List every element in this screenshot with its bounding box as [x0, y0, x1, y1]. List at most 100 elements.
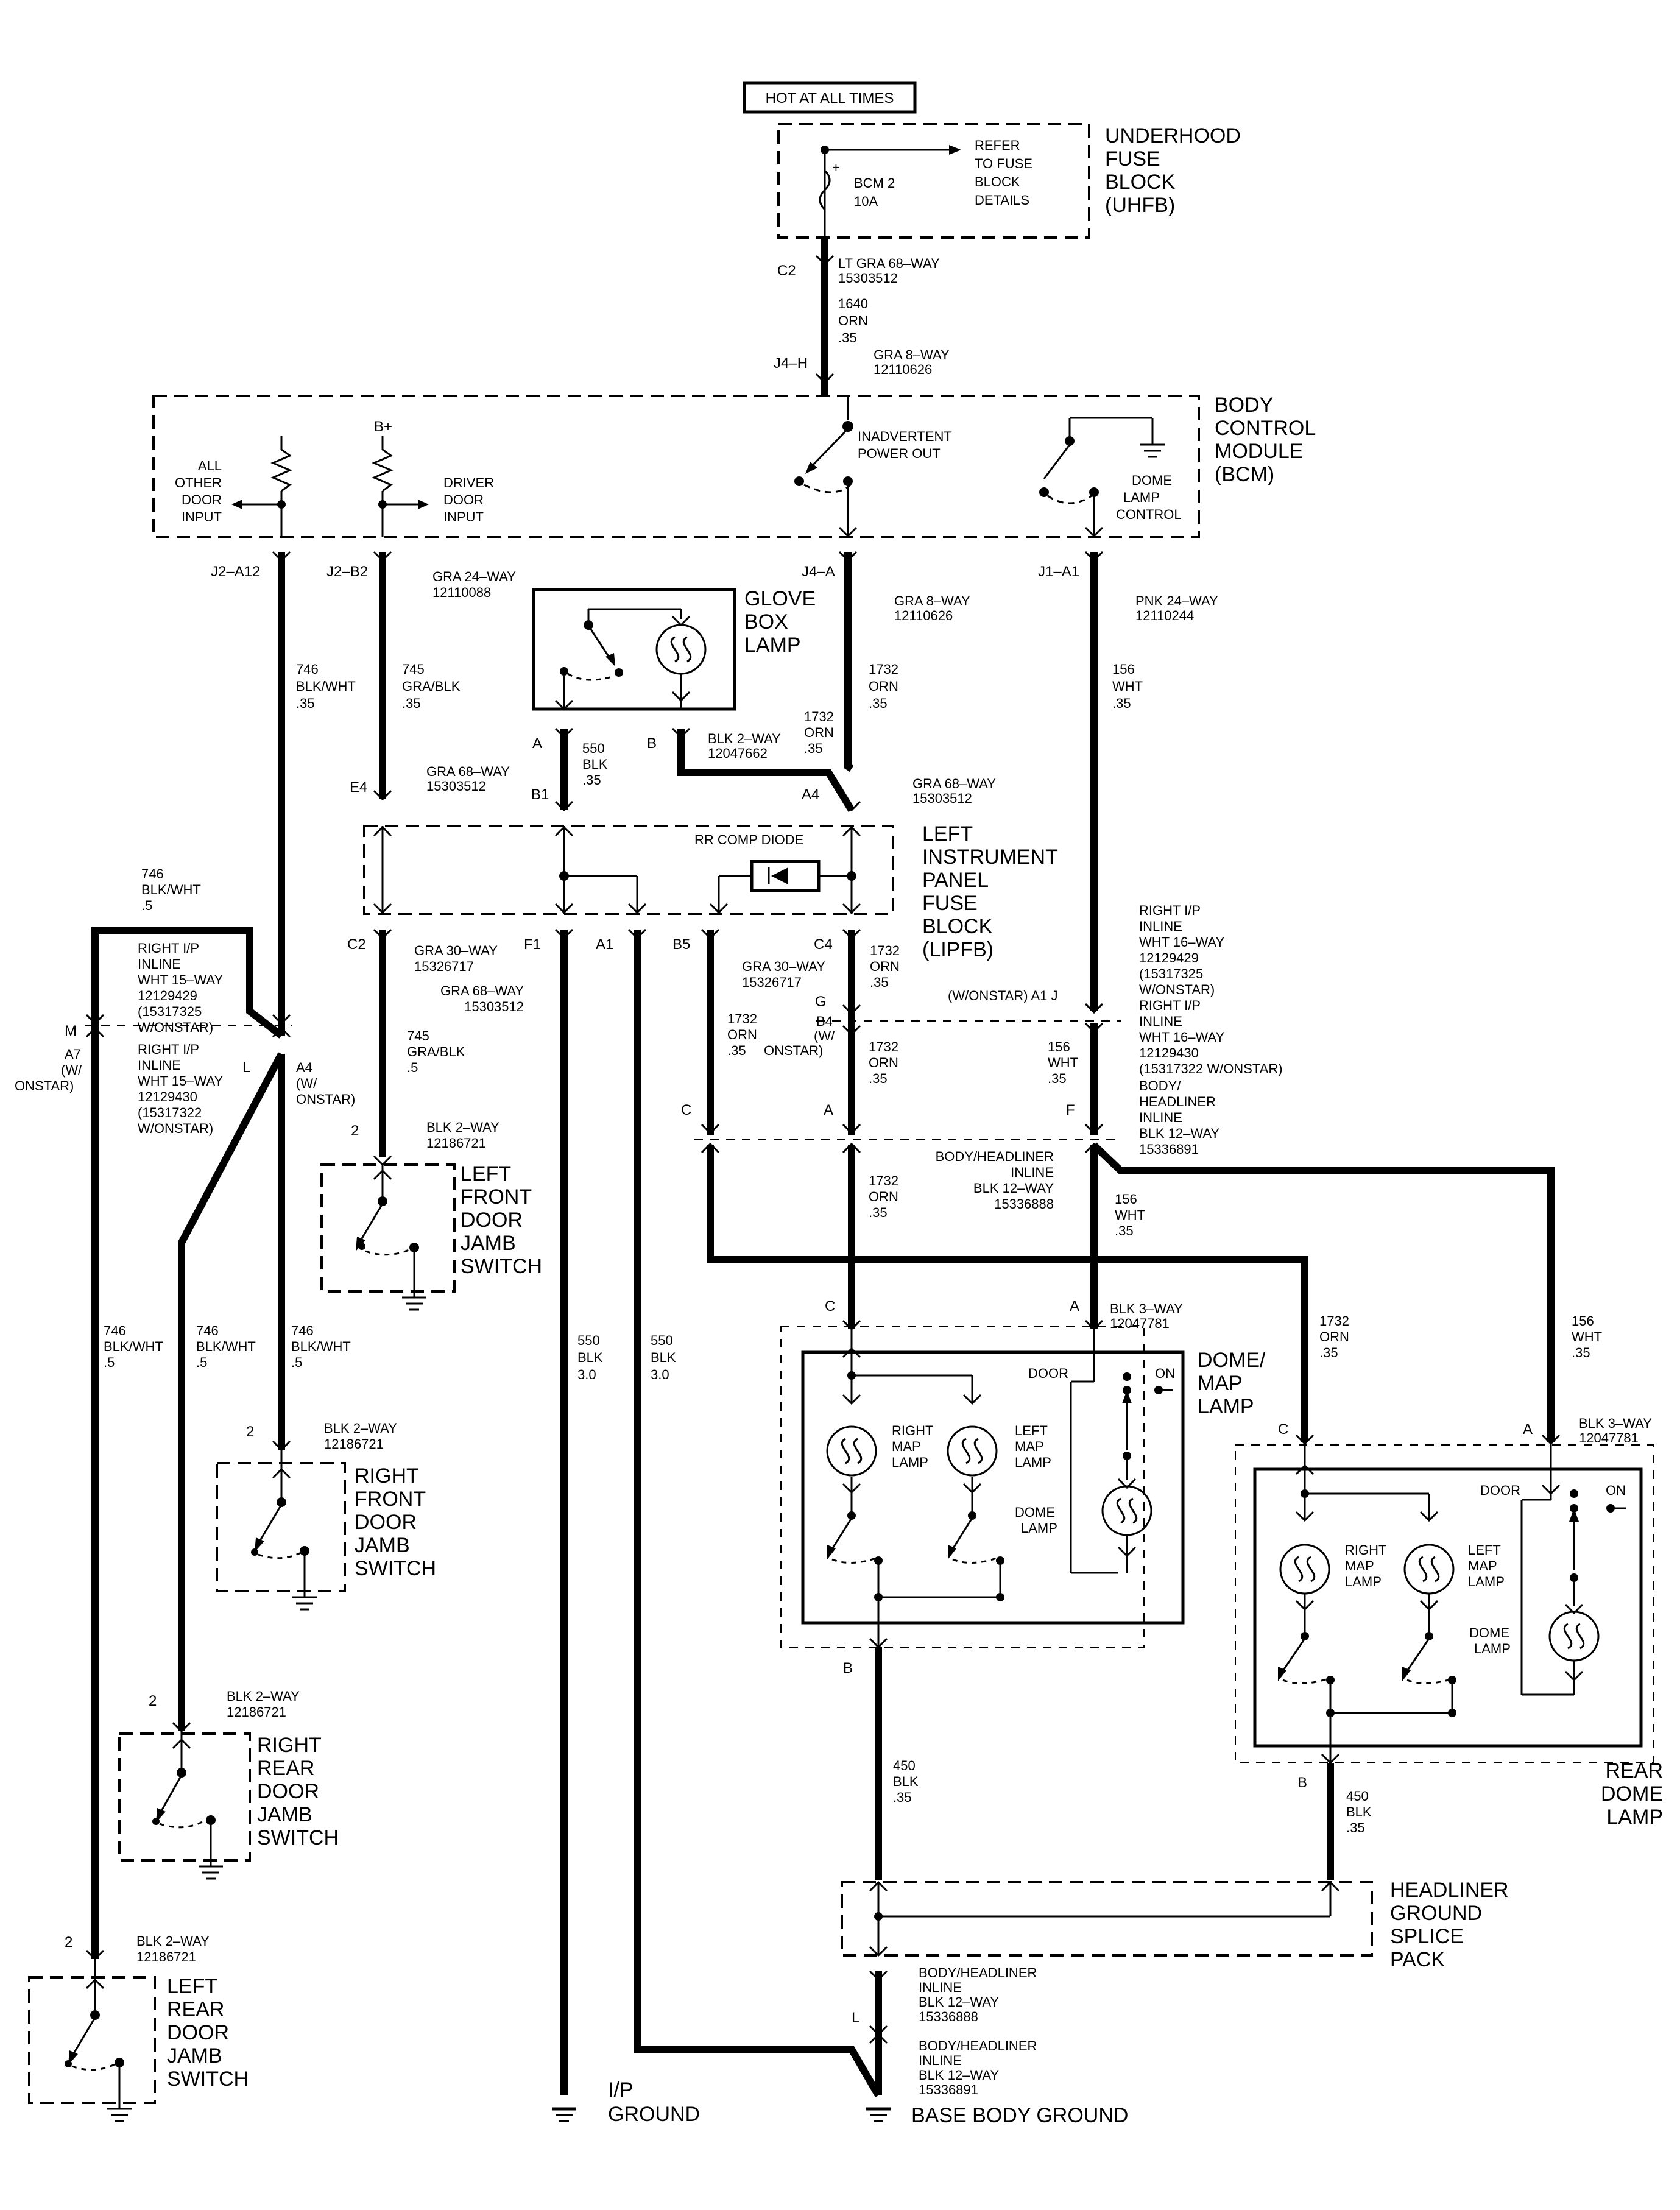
- rr-switch-label: RIGHT REAR DOOR JAMB SWITCH: [257, 1734, 339, 1849]
- right-ip-inline-15-lower: RIGHT I/P INLINE WHT 15–WAY 12129430 (15…: [138, 1042, 224, 1136]
- lipfb-c2-id: C2: [347, 936, 366, 953]
- svg-text:12110626: 12110626: [874, 362, 932, 377]
- svg-text:INADVERTENT: INADVERTENT: [858, 429, 952, 444]
- svg-text:15303512: 15303512: [838, 270, 898, 286]
- svg-text:12129430: 12129430: [138, 1089, 197, 1104]
- rear-dome-labels: DOOR ON RIGHT MAP LAMP LEFT MAP LAMP DOM…: [1345, 1483, 1626, 1656]
- svg-text:WHT: WHT: [1048, 1055, 1078, 1070]
- lipfb-c4-id: C4: [814, 936, 833, 953]
- right-ip-inline-16-upper: RIGHT I/P INLINE WHT 16–WAY 12129429 (15…: [1139, 903, 1225, 997]
- svg-text:746: 746: [296, 662, 319, 677]
- wire-746-rr-label: 746 BLK/WHT .5: [196, 1323, 256, 1370]
- dome-map-labels: DOOR ON RIGHT MAP LAMP LEFT MAP LAMP DOM…: [892, 1366, 1175, 1536]
- svg-text:+: +: [832, 160, 840, 175]
- wire-1732-glovebox-label: 1732 ORN .35: [804, 709, 834, 756]
- rear-dome-pin-c: C: [1278, 1421, 1288, 1438]
- svg-text:(W/: (W/: [296, 1076, 317, 1091]
- svg-text:LEFT: LEFT: [461, 1162, 511, 1185]
- svg-text:GRA 68–WAY: GRA 68–WAY: [426, 764, 510, 779]
- inline-l-id: L: [242, 1059, 250, 1076]
- svg-text:LAMP: LAMP: [1021, 1520, 1057, 1536]
- svg-text:DOOR: DOOR: [443, 492, 484, 507]
- svg-text:BLK 3–WAY: BLK 3–WAY: [1579, 1416, 1652, 1431]
- svg-text:.35: .35: [870, 975, 889, 990]
- svg-text:.5: .5: [291, 1355, 302, 1370]
- svg-text:.5: .5: [407, 1060, 418, 1075]
- svg-text:BODY/HEADLINER: BODY/HEADLINER: [919, 1965, 1037, 1980]
- svg-text:15303512: 15303512: [464, 999, 524, 1014]
- svg-text:.35: .35: [804, 741, 823, 756]
- svg-text:BLK: BLK: [1346, 1804, 1372, 1820]
- svg-text:15336888: 15336888: [919, 2009, 978, 2024]
- lf-pin: 2: [351, 1123, 359, 1139]
- svg-text:CONTROL: CONTROL: [1116, 507, 1182, 522]
- lipfb-f1-conn: GRA 68–WAY 15303512: [440, 983, 524, 1014]
- rear-dome-internals: [1278, 1442, 1626, 1765]
- splice-inline2: BODY/HEADLINER INLINE BLK 12–WAY 1533689…: [919, 2038, 1037, 2097]
- svg-text:BLK 12–WAY: BLK 12–WAY: [1139, 1126, 1219, 1141]
- svg-text:JAMB: JAMB: [461, 1232, 516, 1255]
- bcm-label: BODY CONTROL MODULE (BCM): [1215, 394, 1316, 486]
- glovebox-pin-b: B: [647, 735, 657, 752]
- svg-text:RIGHT I/P: RIGHT I/P: [138, 941, 199, 956]
- refer-note: REFER TO FUSE BLOCK DETAILS: [975, 138, 1032, 208]
- svg-text:746: 746: [141, 866, 164, 881]
- wire-550-small-label: 550 BLK .35: [582, 741, 608, 788]
- uhfb-conn-desc: LT GRA 68–WAY 15303512: [838, 256, 940, 286]
- svg-text:12110626: 12110626: [894, 608, 953, 623]
- svg-text:INLINE: INLINE: [1011, 1165, 1054, 1180]
- svg-text:.35: .35: [727, 1043, 746, 1058]
- svg-text:(BCM): (BCM): [1215, 463, 1274, 486]
- right-ip-inline-16-lower: RIGHT I/P INLINE WHT 16–WAY 12129430 (15…: [1139, 998, 1283, 1076]
- svg-text:550: 550: [651, 1333, 673, 1348]
- svg-text:GROUND: GROUND: [1390, 1902, 1482, 1925]
- svg-text:DOME/: DOME/: [1198, 1349, 1266, 1372]
- lipfb-f1-id: F1: [524, 936, 541, 953]
- svg-text:RIGHT: RIGHT: [355, 1464, 419, 1488]
- svg-text:.35: .35: [1319, 1345, 1338, 1360]
- dome-map-pin-a: A: [1070, 1298, 1079, 1315]
- svg-text:12186721: 12186721: [136, 1949, 196, 1965]
- svg-text:MODULE: MODULE: [1215, 440, 1303, 463]
- wire-746-label: 746 BLK/WHT .35: [296, 662, 356, 711]
- wire-1732-glovebox: [677, 729, 855, 813]
- svg-text:INPUT: INPUT: [443, 509, 484, 524]
- wire-550-base-label: 550 BLK 3.0: [651, 1333, 676, 1382]
- wire-156-label: 156 WHT .35: [1112, 662, 1143, 711]
- svg-text:LAMP: LAMP: [892, 1455, 928, 1470]
- svg-text:10A: 10A: [854, 194, 878, 209]
- svg-text:450: 450: [893, 1758, 916, 1773]
- svg-text:DOOR: DOOR: [1480, 1483, 1520, 1498]
- svg-text:BLK 12–WAY: BLK 12–WAY: [973, 1181, 1054, 1196]
- svg-text:.35: .35: [296, 696, 315, 711]
- svg-text:BLK 12–WAY: BLK 12–WAY: [919, 2067, 999, 2083]
- svg-text:ORN: ORN: [804, 725, 834, 740]
- svg-text:A7: A7: [65, 1047, 81, 1062]
- svg-text:LEFT: LEFT: [1015, 1423, 1048, 1438]
- glovebox-conn: BLK 2–WAY 12047662: [708, 731, 781, 761]
- svg-text:SWITCH: SWITCH: [257, 1826, 339, 1849]
- wire-550-ip-label: 550 BLK 3.0: [577, 1333, 603, 1382]
- svg-text:B+: B+: [374, 418, 392, 435]
- lr-pin: 2: [65, 1934, 72, 1951]
- svg-text:3.0: 3.0: [651, 1367, 669, 1382]
- svg-text:BLK 12–WAY: BLK 12–WAY: [919, 1994, 999, 2010]
- splice-pack-label: HEADLINER GROUND SPLICE PACK: [1390, 1879, 1509, 1971]
- svg-text:REFER: REFER: [975, 138, 1020, 153]
- lf-conn: BLK 2–WAY 12186721: [426, 1120, 499, 1151]
- svg-text:15303512: 15303512: [426, 778, 486, 794]
- svg-text:156: 156: [1048, 1039, 1070, 1054]
- svg-text:DOME: DOME: [1015, 1505, 1055, 1520]
- svg-text:(15317322: (15317322: [138, 1105, 202, 1120]
- svg-text:746: 746: [104, 1323, 126, 1338]
- svg-text:BODY/: BODY/: [1139, 1078, 1181, 1093]
- wire-1732-b5-label: 1732 ORN .35: [727, 1011, 757, 1058]
- svg-text:ORN: ORN: [870, 959, 900, 974]
- svg-text:W/ONSTAR): W/ONSTAR): [1139, 982, 1215, 997]
- svg-text:DOOR: DOOR: [167, 2021, 229, 2044]
- svg-text:LAMP: LAMP: [1606, 1806, 1663, 1829]
- svg-text:REAR: REAR: [1606, 1759, 1663, 1782]
- dome-map-outer: [780, 1326, 1145, 1648]
- ip-ground-label: I/P GROUND: [608, 2078, 700, 2126]
- left-rear-door-jamb-switch: [28, 1949, 156, 2122]
